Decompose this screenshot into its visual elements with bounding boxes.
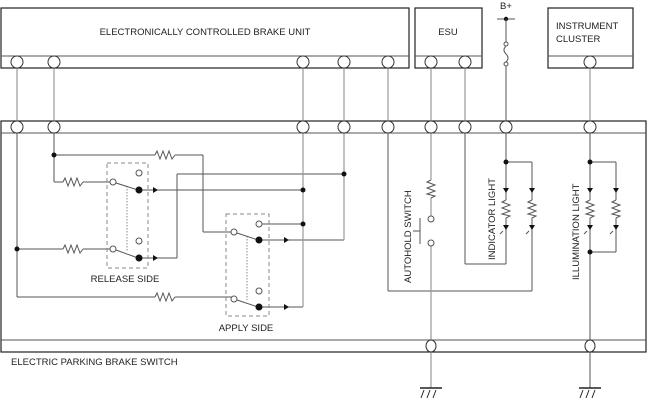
ground-icon xyxy=(579,387,601,399)
resistor-icon xyxy=(62,176,84,188)
resistor-icon xyxy=(610,199,622,219)
epb-switch-label: ELECTRIC PARKING BRAKE SWITCH xyxy=(11,357,178,368)
resistor-icon xyxy=(425,179,437,199)
b-plus-label: B+ xyxy=(500,1,512,12)
switch-top-terminals xyxy=(10,120,597,134)
esu-label: ESU xyxy=(438,27,458,38)
apply-side-label: APPLY SIDE xyxy=(219,323,274,334)
resistor-icon xyxy=(526,199,538,219)
diode-icon xyxy=(613,225,619,230)
diode-icon xyxy=(529,188,535,193)
epb-switch-box xyxy=(0,120,647,353)
diode-icons xyxy=(153,187,619,310)
resistor-icon xyxy=(62,243,84,255)
ecbu-box: ELECTRONICALLY CONTROLLED BRAKE UNIT xyxy=(0,7,410,69)
autohold-switch: AUTOHOLD SWITCH INDICATOR LIGHT ILLUMINA… xyxy=(403,178,582,283)
internal-wiring xyxy=(16,133,617,388)
b-plus-supply: B+ xyxy=(497,1,515,121)
diode-icon xyxy=(587,188,593,193)
junction-dots xyxy=(14,152,593,255)
instrument-cluster-label-1: INSTRUMENT xyxy=(556,21,618,32)
autohold-switch-label: AUTOHOLD SWITCH xyxy=(403,190,414,283)
diode-icon xyxy=(284,304,289,310)
diode-icon xyxy=(613,188,619,193)
fuse-terminal-top xyxy=(503,41,509,47)
ground-icon xyxy=(420,387,442,399)
apply-side-switch: APPLY SIDE xyxy=(219,213,274,334)
diode-icon xyxy=(153,255,158,261)
diode-icon xyxy=(503,188,509,193)
release-side-label: RELEASE SIDE xyxy=(91,274,160,285)
release-side-switch: RELEASE SIDE xyxy=(91,162,160,285)
upper-terminals xyxy=(10,55,597,69)
resistor-icon xyxy=(500,199,512,219)
diode-icon xyxy=(153,187,158,193)
instrument-cluster-label-2: CLUSTER xyxy=(556,34,600,45)
illumination-light-label: ILLUMINATION LIGHT xyxy=(571,183,582,280)
resistor-icon xyxy=(154,291,176,303)
diode-icon xyxy=(529,225,535,230)
fuse-terminal-bottom xyxy=(503,61,509,67)
resistor-icon xyxy=(154,149,176,161)
connector-wires xyxy=(16,68,591,121)
diode-icon xyxy=(587,225,593,230)
diode-icon xyxy=(503,225,509,230)
ecbu-label: ELECTRONICALLY CONTROLLED BRAKE UNIT xyxy=(100,27,311,38)
resistor-icon xyxy=(584,199,596,219)
fuse-icon xyxy=(503,45,509,63)
resistor-icons xyxy=(62,149,622,303)
switch-bottom-terminals xyxy=(425,339,596,353)
esu-box: ESU xyxy=(414,7,483,69)
diode-icon xyxy=(284,237,289,243)
indicator-light-label: INDICATOR LIGHT xyxy=(487,178,498,260)
